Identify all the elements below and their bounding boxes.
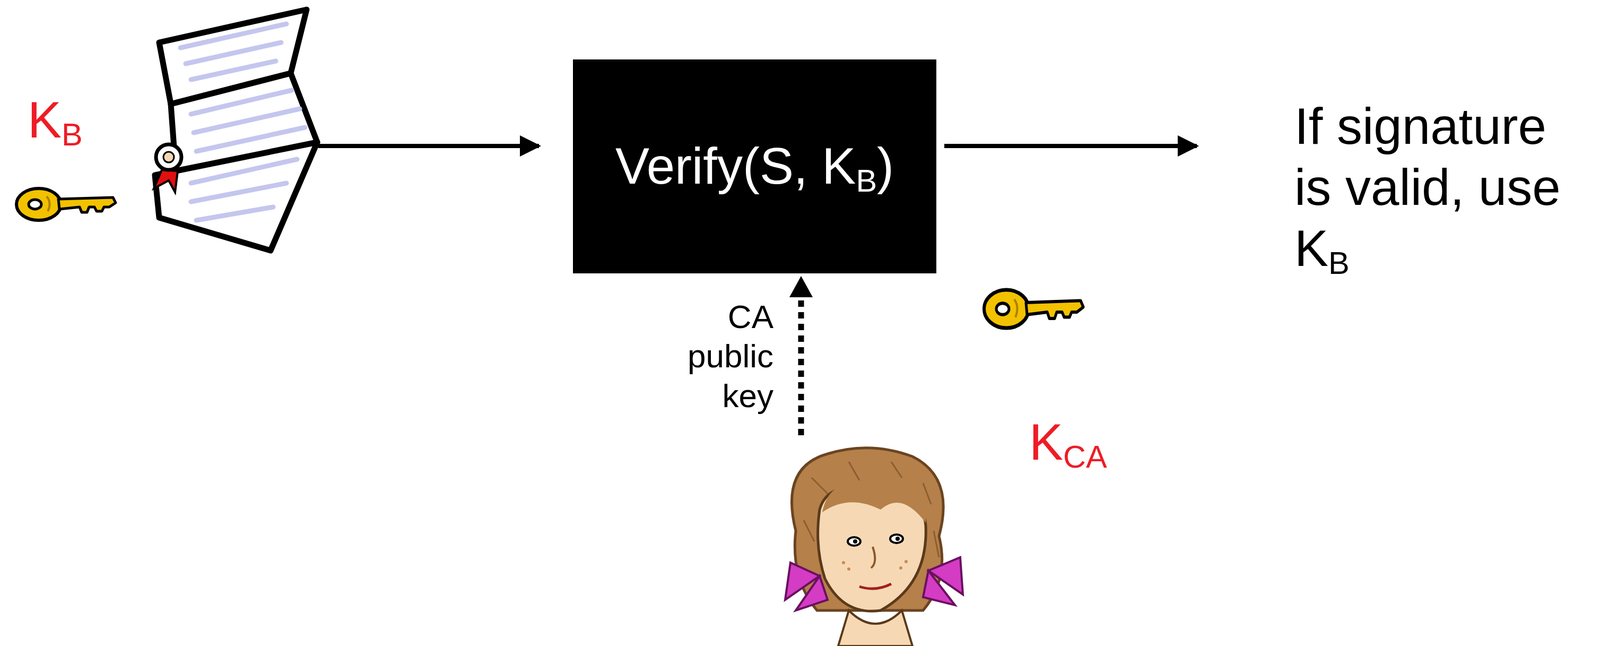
key-icon <box>984 289 1084 328</box>
process-box: Verify(S, KB) <box>572 59 937 274</box>
flow-arrow <box>318 143 539 149</box>
ca-person <box>785 447 963 646</box>
ca-key-caption: CA public key <box>635 297 774 416</box>
dotted-arrow <box>798 297 805 436</box>
key-label: KB <box>27 89 83 151</box>
key-label: KCA <box>1029 411 1108 473</box>
flow-arrow <box>944 143 1197 149</box>
box-text: Verify(S, KB) <box>615 136 894 196</box>
arrow-head <box>789 275 813 298</box>
certificate-document <box>153 9 318 251</box>
key-icon <box>16 188 116 221</box>
result-note: If signature is valid, use KB <box>1294 95 1592 280</box>
